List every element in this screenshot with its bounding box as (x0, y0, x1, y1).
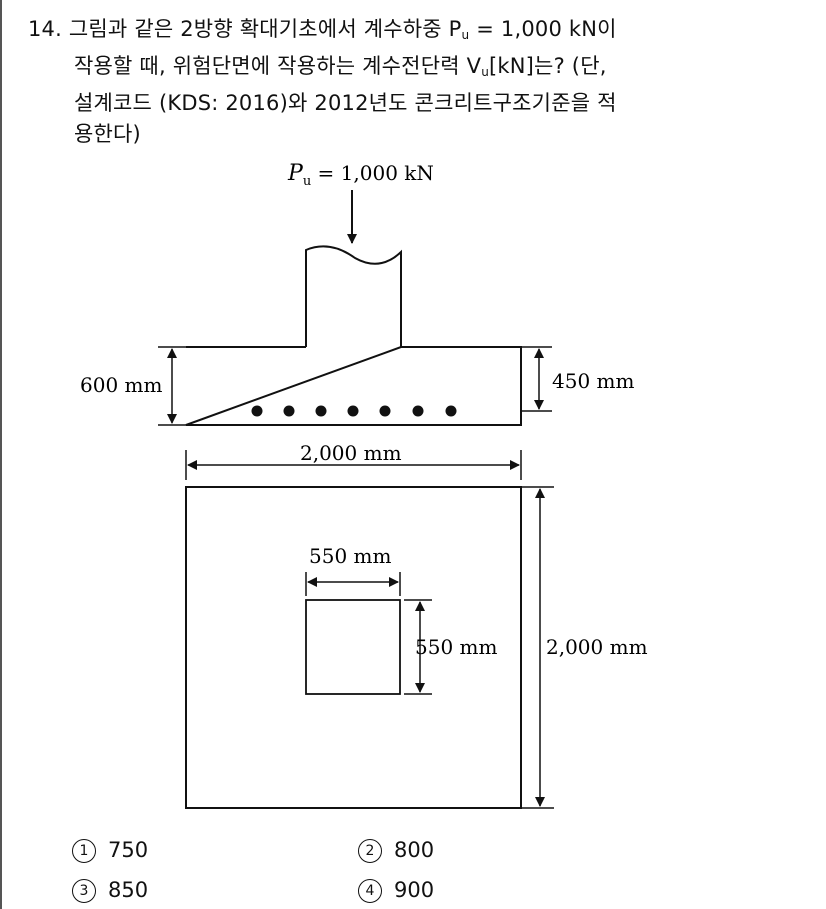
question-line-2-sub: u (481, 65, 489, 79)
question-line-2-text: 작용할 때, 위험단면에 작용하는 계수전단력 V (74, 54, 482, 78)
rebar-dot (251, 405, 263, 417)
choice-4-text: 900 (394, 878, 435, 902)
choice-2-number: 2 (358, 839, 382, 863)
dim-2000-top-label: 2,000 mm (300, 441, 402, 465)
question-number: 14. (28, 17, 62, 41)
choice-1-number: 1 (72, 839, 96, 863)
choice-4-number: 4 (358, 879, 382, 903)
question-line-4: 용한다) (74, 122, 141, 146)
choice-2-text: 800 (394, 838, 435, 862)
dim-550-h-label: 550 mm (309, 544, 391, 568)
page-border (0, 0, 2, 909)
dim-550-v-label: 550 mm (415, 635, 497, 659)
rebar-dot (315, 405, 327, 417)
column-elevation (305, 245, 402, 347)
rebar-dot (347, 405, 359, 417)
footing-elevation (185, 346, 522, 426)
choice-3[interactable]: 3 850 (72, 878, 148, 903)
rebar-dot (445, 405, 457, 417)
dim-600-label: 600 mm (80, 373, 162, 397)
question-line-1: 14. 그림과 같은 2방향 확대기초에서 계수하중 Pu = 1,000 kN… (28, 14, 808, 51)
rebar-dot (283, 405, 295, 417)
rebar-dot (379, 405, 391, 417)
question-text: 14. 그림과 같은 2방향 확대기초에서 계수하중 Pu = 1,000 kN… (28, 14, 808, 150)
choice-3-text: 850 (108, 878, 149, 902)
question-line-2: 작용할 때, 위험단면에 작용하는 계수전단력 Vu[kN]는? (단, (28, 51, 808, 88)
footing-plan (185, 486, 522, 809)
question-line-1-sub: u (461, 28, 470, 42)
choice-4[interactable]: 4 900 (358, 878, 434, 903)
choice-1-text: 750 (108, 838, 149, 862)
column-plan (305, 599, 401, 695)
choice-2[interactable]: 2 800 (358, 838, 434, 863)
dim-2000-side-label: 2,000 mm (546, 635, 648, 659)
rebar-dots (251, 405, 457, 417)
question-line-2-tail: [kN]는? (단, (489, 54, 607, 78)
question-line-3: 설계코드 (KDS: 2016)와 2012년도 콘크리트구조기준을 적 (74, 91, 617, 115)
dim-450-label: 450 mm (552, 369, 634, 393)
question-line-1-tail: = 1,000 kN이 (469, 17, 617, 41)
question-line-1-text: 그림과 같은 2방향 확대기초에서 계수하중 P (68, 17, 462, 41)
choice-3-number: 3 (72, 879, 96, 903)
load-label: Pu = 1,000 kN (287, 161, 434, 189)
rebar-dot (412, 405, 424, 417)
